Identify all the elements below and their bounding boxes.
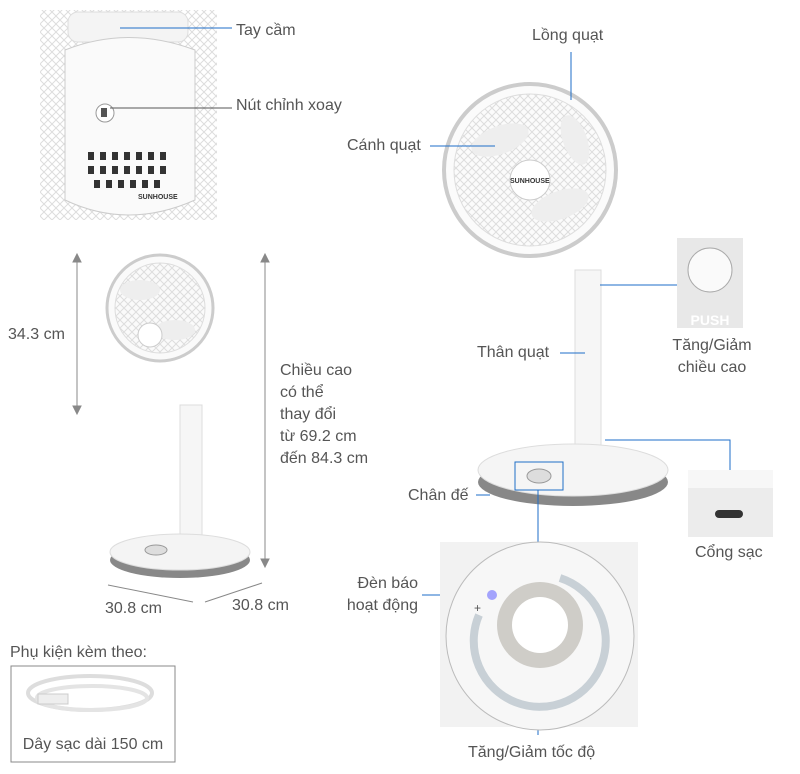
brand-logo: SUNHOUSE [510,178,550,185]
label-charge-port: Cổng sạc [695,544,763,561]
label-height-adjust-2: chiều cao [677,359,747,376]
dim-height-range: Chiều cao có thể thay đổi từ 69.2 cm đến… [280,360,368,470]
accessory-box [10,665,176,763]
dim-base-width: 30.8 cm [105,600,162,617]
accessories-title: Phụ kiện kèm theo: [10,644,147,661]
push-text: PUSH [690,312,730,328]
dim-height-line: từ 69.2 cm [280,428,357,445]
label-base: Chân đế [408,487,469,504]
charge-port-closeup [688,470,773,537]
dim-head-height: 34.3 cm [8,326,65,343]
label-speed-adjust: Tăng/Giảm tốc độ [468,744,596,761]
label-rotate-knob: Nút chỉnh xoay [236,97,342,114]
label-indicator-1: Đèn báo [357,575,419,592]
label-handle: Tay cầm [236,22,296,39]
dim-height-line: có thể [280,384,324,401]
plus-sign: + [474,601,482,615]
brand-logo: SUNHOUSE [138,194,178,201]
dim-height-line: thay đổi [280,406,337,423]
label-indicator-2: hoạt động [346,597,418,614]
label-body: Thân quạt [477,344,550,361]
fan-back-closeup [40,10,232,220]
speed-knob-closeup [440,541,638,731]
dim-height-line: Chiều cao [280,362,353,379]
accessory-item: Dây sạc dài 150 cm [22,736,164,753]
dim-height-line: đến 84.3 cm [280,450,369,467]
fan-main-view [422,52,731,735]
fan-dimension-view [72,252,270,603]
dim-base-depth: 30.8 cm [232,597,289,614]
label-blades: Cánh quạt [347,137,421,154]
push-button-closeup [677,238,743,328]
label-height-adjust-1: Tăng/Giảm [672,337,752,354]
label-cage: Lồng quạt [532,27,604,44]
